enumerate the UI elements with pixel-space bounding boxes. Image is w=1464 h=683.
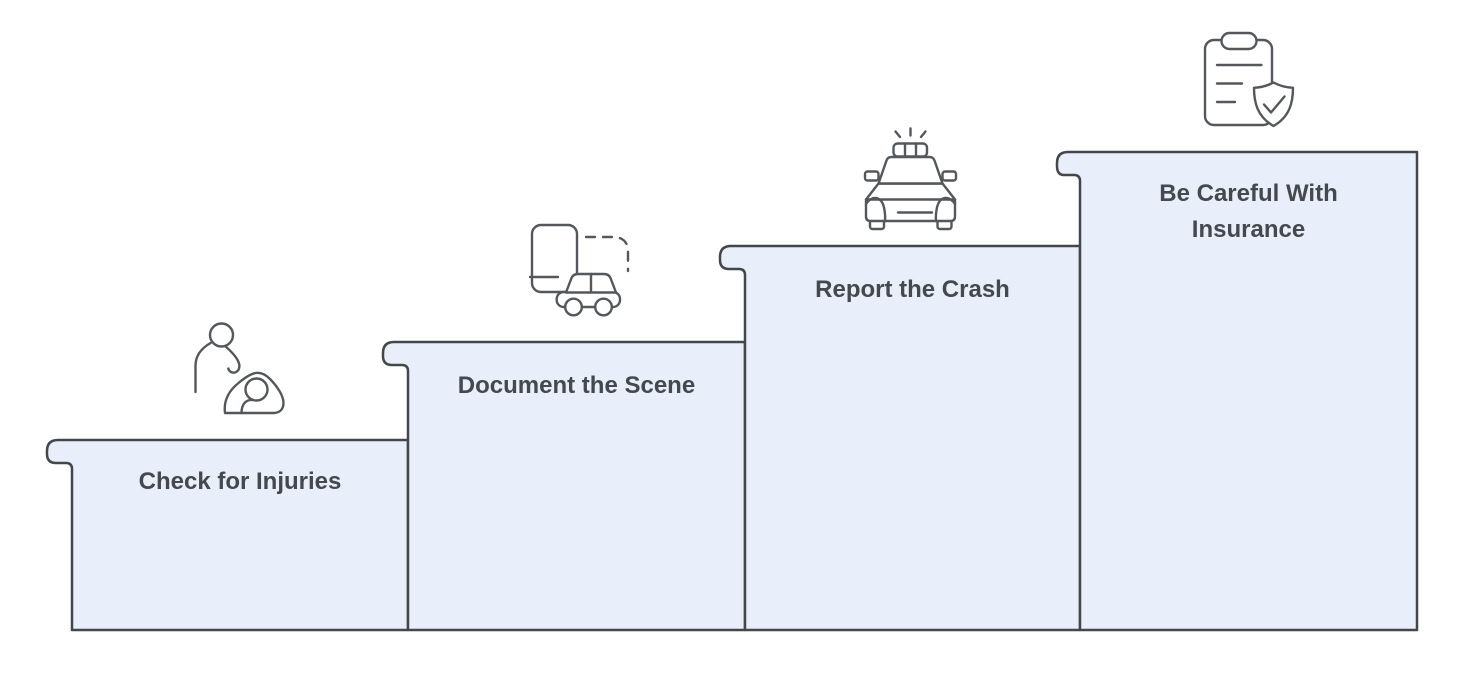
- step-4-shape: [1055, 150, 1419, 632]
- step-3-label: Report the Crash: [815, 276, 1010, 303]
- person-helping-injured-icon: [194, 322, 285, 415]
- police-car-icon: [863, 127, 958, 231]
- step-1-shape: [45, 438, 410, 632]
- step-2-shape: [381, 340, 747, 632]
- step-2-label: Document the Scene: [457, 372, 696, 399]
- step-4-label: Be Careful With Insurance: [1159, 180, 1338, 243]
- clipboard-shield-check-icon: [1203, 31, 1295, 128]
- phone-photo-car-icon: [528, 223, 630, 317]
- step-3-shape: [718, 244, 1082, 632]
- step-1-label: Check for Injuries: [138, 468, 342, 495]
